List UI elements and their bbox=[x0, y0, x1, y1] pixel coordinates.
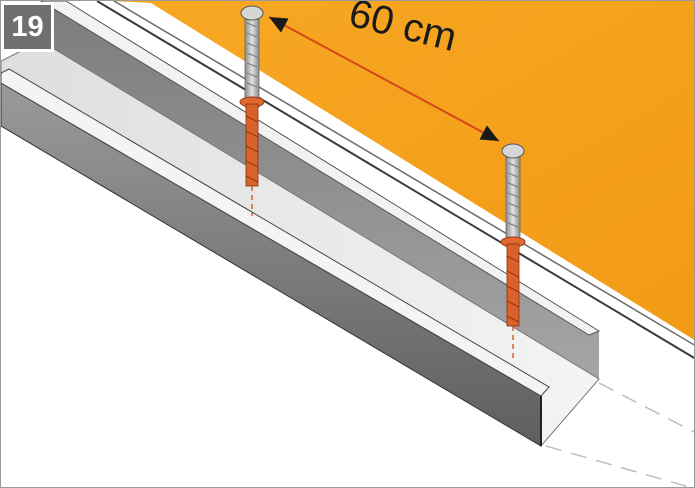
floor-guide-upper bbox=[598, 382, 694, 433]
profile-back-flange-top bbox=[40, 1, 601, 336]
screw-anchor-icon bbox=[239, 5, 265, 216]
dimension-line bbox=[268, 16, 500, 142]
profile-front-flange-lip bbox=[1, 68, 550, 397]
screw-anchor-icon bbox=[500, 143, 526, 359]
step-number-badge: 19 bbox=[4, 5, 51, 49]
floor-guide-lower bbox=[545, 445, 692, 487]
profile-back-flange bbox=[41, 1, 599, 379]
wall-edge bbox=[96, 1, 694, 359]
wall-edge-inner bbox=[113, 1, 694, 346]
wall-surface bbox=[111, 1, 694, 340]
